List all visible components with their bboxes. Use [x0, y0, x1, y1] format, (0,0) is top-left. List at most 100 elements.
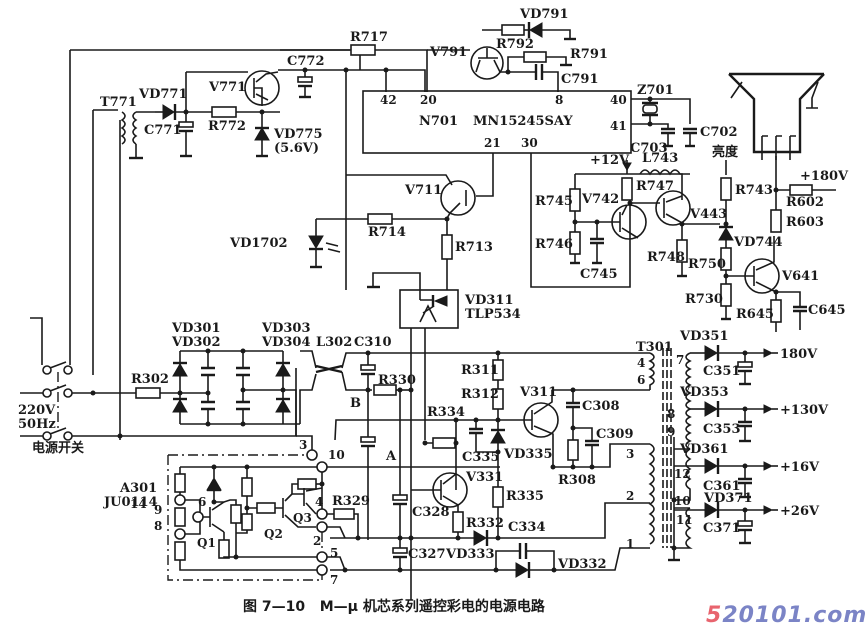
vd301-label: VD301	[171, 321, 221, 336]
t301-transformer: T301 4 6 3 2 1 7 8 9 12 10 11 VD351 C	[626, 329, 829, 562]
output-180v: 180V	[780, 347, 818, 362]
vd303-label: VD303	[261, 321, 311, 336]
r311-label: R311	[461, 363, 499, 378]
vd361-label: VD361	[679, 442, 729, 457]
c335-label: C335	[462, 450, 499, 465]
t771-label: T771	[100, 95, 137, 110]
r717-label: R717	[350, 30, 388, 45]
watermark-rest: 20101.com	[722, 603, 866, 628]
n701-part: MN15245SAY	[473, 114, 573, 129]
c309-label: C309	[596, 427, 633, 442]
n701-controller-ic: 42 20 8 40 41 N701 MN15245SAY 21 30 Z701…	[362, 83, 737, 156]
module-pin-10: 10	[328, 448, 345, 462]
t301-pin-8: 8	[667, 407, 675, 421]
vd371-label: VD371	[703, 491, 753, 506]
r791-label: R791	[570, 47, 608, 62]
r603-label: R603	[786, 215, 824, 230]
vd791-label: VD791	[519, 7, 569, 22]
module-pin-9: 9	[154, 503, 162, 517]
remote-power-control: V711 R714 VD1702 R713 VD311 TLP534	[229, 153, 521, 600]
plus180v-brightness-label: +180V	[800, 169, 849, 184]
t301-pin-6: 6	[637, 373, 645, 387]
t301-pin-1: 1	[626, 537, 634, 551]
v641-label: V641	[781, 269, 819, 284]
r713-label: R713	[455, 240, 493, 255]
c702-label: C702	[700, 125, 737, 140]
watermark-prefix: 5	[706, 603, 723, 628]
c308-label: C308	[582, 399, 619, 414]
r792-label: R792	[496, 37, 534, 52]
a301-ref: A301	[119, 481, 157, 496]
c327-label: C327	[408, 547, 445, 562]
r730-label: R730	[685, 292, 723, 307]
vd302-label: VD302	[171, 335, 221, 350]
bridge-rectifier: VD301 VD302 VD303 VD304 L302 C310 R330 B…	[171, 321, 470, 540]
c361-label: C361	[703, 479, 740, 494]
vd333-label: VD333	[445, 547, 495, 562]
vd304-label: VD304	[261, 335, 311, 350]
c745-label: C745	[580, 267, 617, 282]
vd332-label: VD332	[557, 557, 607, 572]
c371-label: C371	[703, 521, 740, 536]
r312-label: R312	[461, 387, 499, 402]
a301-module: A301 JU0114 3 10 9 8 14 6 Q1	[103, 435, 500, 587]
r745-label: R745	[535, 194, 573, 209]
figure-caption: 图 7—10 M—μ 机芯系列遥控彩电的电源电路	[243, 599, 545, 615]
module-pin-14: 14	[130, 497, 147, 511]
vd775-value: (5.6V)	[274, 141, 319, 156]
module-pin-5: 5	[330, 546, 338, 560]
r308-label: R308	[558, 473, 596, 488]
r602-label: R602	[786, 195, 824, 210]
node-a-label: A	[385, 449, 397, 464]
crt-picture-tube	[728, 72, 825, 160]
node-b-label: B	[350, 396, 361, 411]
vd311-label: VD311	[464, 293, 514, 308]
n701-ref: N701	[419, 114, 458, 129]
t301-pin-4: 4	[637, 356, 645, 370]
r329-label: R329	[332, 494, 370, 509]
t301-pin-2: 2	[626, 489, 634, 503]
tlp534-label: TLP534	[465, 307, 521, 322]
v711-label: V711	[404, 183, 442, 198]
v771-label: V771	[208, 80, 246, 95]
r334-label: R334	[427, 405, 465, 420]
pin-21: 21	[484, 136, 501, 150]
t301-pin-3: 3	[626, 447, 634, 461]
v311-label: V311	[519, 385, 557, 400]
r335-label: R335	[506, 489, 544, 504]
vd744-label: VD744	[733, 235, 783, 250]
c334-label: C334	[508, 520, 545, 535]
t301-pin-12: 12	[674, 467, 691, 481]
vd775-label: VD775	[273, 127, 323, 142]
r748-label: R748	[647, 250, 685, 265]
z701-label: Z701	[637, 83, 674, 98]
pin-40: 40	[610, 93, 627, 107]
q1-label: Q1	[197, 536, 216, 550]
c791-label: C791	[561, 72, 598, 87]
output-130v: +130V	[780, 403, 829, 418]
output-16v: +16V	[780, 460, 820, 475]
c310-label: C310	[354, 335, 391, 350]
vd351-label: VD351	[679, 329, 729, 344]
module-pin-7: 7	[330, 573, 338, 587]
v791-label: V791	[429, 45, 467, 60]
r750-label: R750	[688, 257, 726, 272]
pin-42: 42	[380, 93, 397, 107]
c328-label: C328	[412, 505, 449, 520]
brightness-control: +12V L743 R747 R745 V742 R746 C745 V443 …	[530, 72, 849, 332]
v443-label: V443	[689, 207, 727, 222]
l743-label: L743	[642, 151, 678, 166]
t301-pin-7: 7	[676, 353, 684, 367]
q3-label: Q3	[293, 511, 312, 525]
pin-20: 20	[420, 93, 437, 107]
site-watermark: 520101.com	[706, 603, 866, 628]
power-switch-label: 电源开关	[32, 440, 84, 456]
module-pin-8: 8	[154, 519, 162, 533]
v771-transistor: V771	[186, 70, 280, 106]
vd771-label: VD771	[138, 87, 188, 102]
r645-label: R645	[736, 307, 774, 322]
brightness-label: 亮度	[712, 144, 739, 160]
module-pin-3: 3	[299, 438, 307, 452]
r743-label: R743	[735, 183, 773, 198]
